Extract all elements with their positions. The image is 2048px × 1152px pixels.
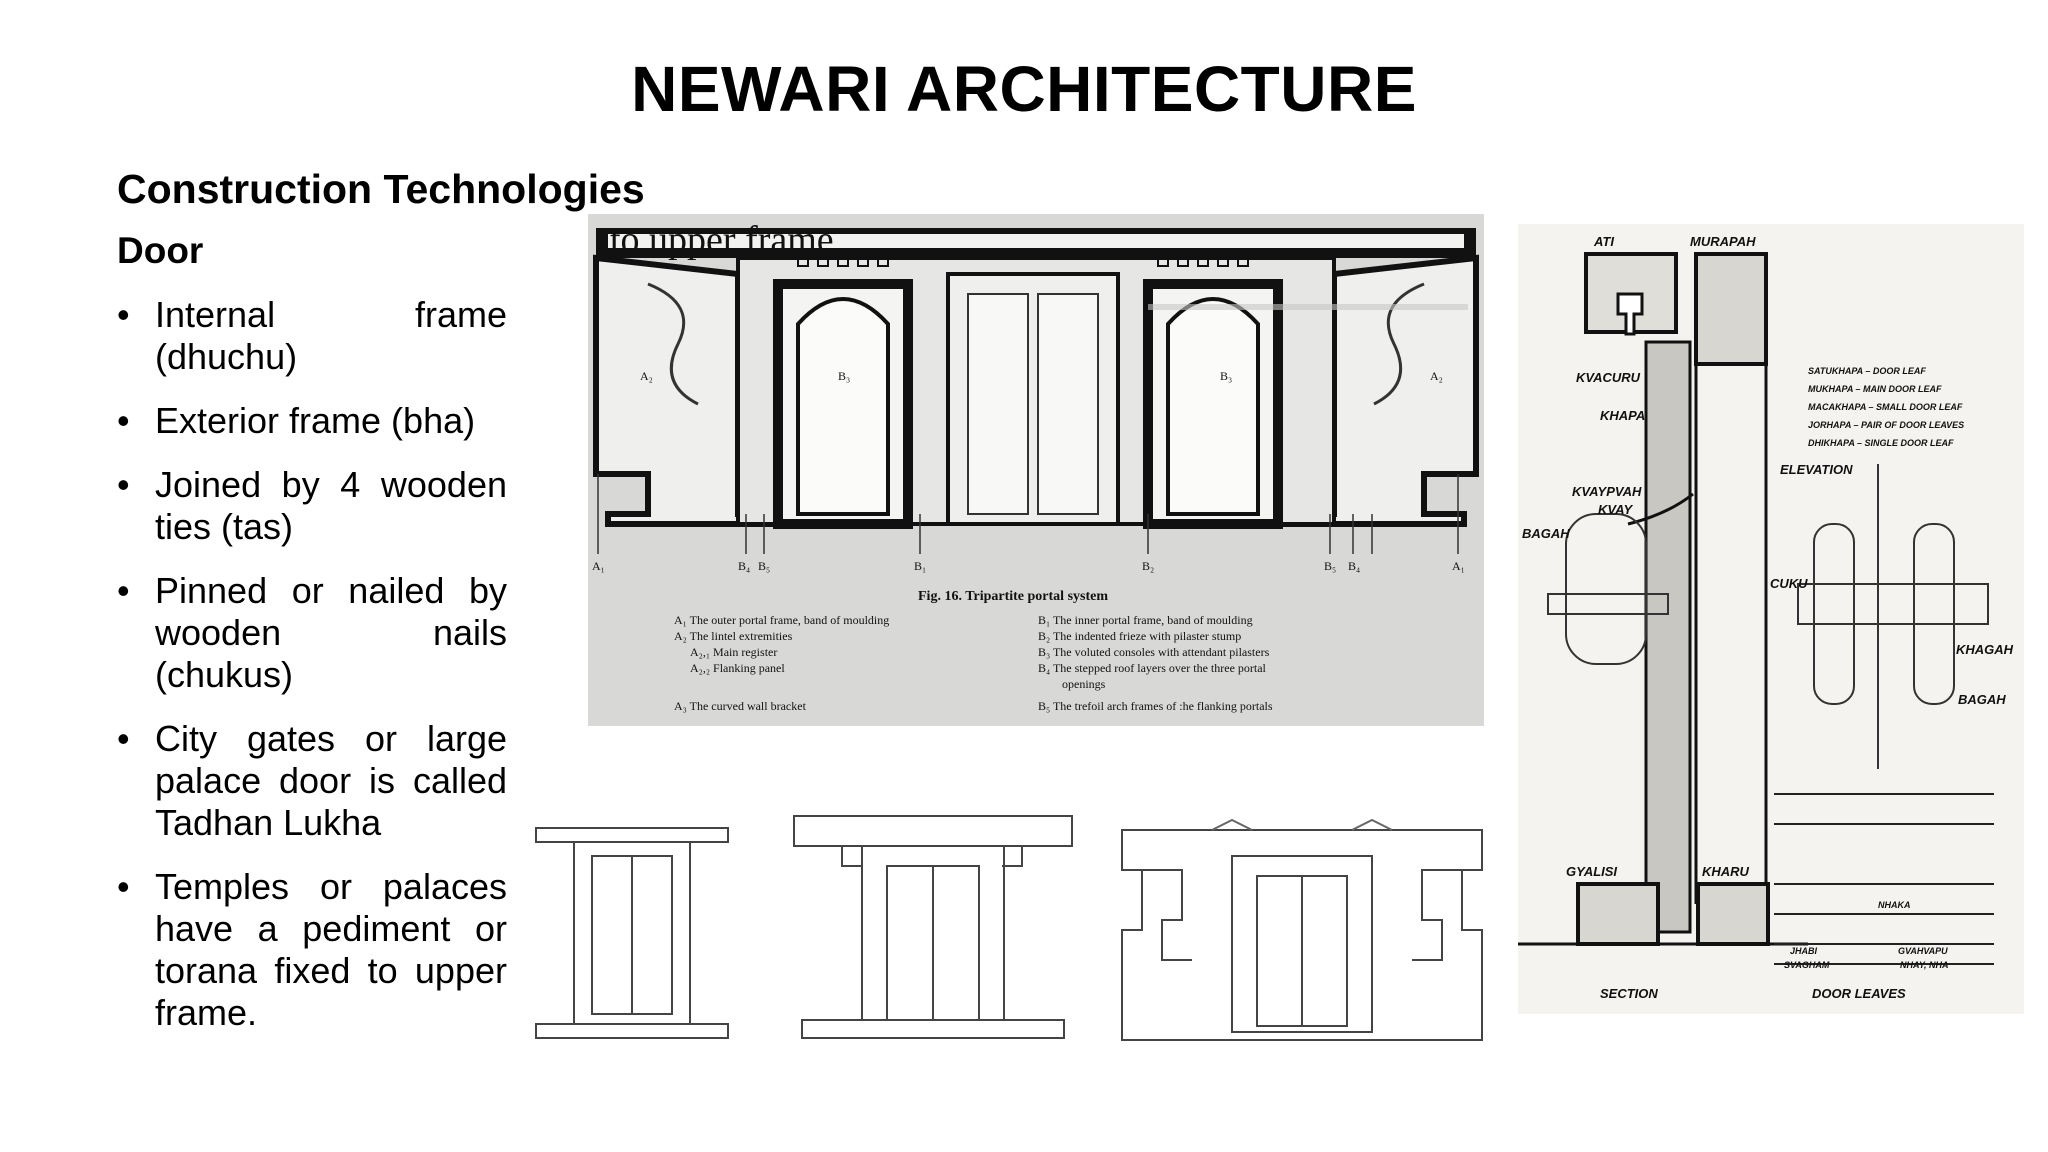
portal-drawing: A₂ B₃ B₃ A₂ A₁ B₄ B₅ B₁ B₂ B₅ B₄ A₁ Fig.… (588, 214, 1484, 726)
sketch-legend-4: JORHAPA – PAIR OF DOOR LEAVES (1808, 420, 1964, 430)
label-a1: A₁ (592, 559, 605, 573)
bullet-item: • Temples or palaces have a pediment or t… (117, 866, 507, 1034)
portal-system-figure: A₂ B₃ B₃ A₂ A₁ B₄ B₅ B₁ B₂ B₅ B₄ A₁ Fig.… (588, 214, 1484, 726)
bullet-text: Temples or palaces have a pediment or to… (155, 866, 507, 1033)
legend-right-6: B₅ The trefoil arch frames of :he flanki… (1038, 699, 1273, 713)
sketch-label-khapa: KHAPA (1600, 408, 1645, 423)
sketch-label-elevation: ELEVATION (1780, 462, 1853, 477)
figure-caption: Fig. 16. Tripartite portal system (918, 589, 1108, 604)
bullet-text: Exterior frame (bha) (155, 400, 476, 441)
label-a2: A₂ (640, 369, 653, 383)
legend-right-2: B₂ The indented frieze with pilaster stu… (1038, 629, 1241, 643)
label-a1: A₁ (1452, 559, 1465, 573)
label-b4: B₄ (1348, 559, 1360, 573)
bullet-item: • City gates or large palace door is call… (117, 718, 507, 844)
label-b5: B₅ (1324, 559, 1336, 573)
sketch-label-section: SECTION (1600, 986, 1658, 1001)
sketch-label-kvaypva: KVAYPVAH (1572, 484, 1642, 499)
bullet-list: • Internal frame (dhuchu) • Exterior frame… (117, 294, 507, 1056)
sketch-legend-3: MACAKHAPA – SMALL DOOR LEAF (1808, 402, 1963, 412)
bullet-dot: • (117, 718, 130, 759)
sketch-label-jhabi: JHABI (1790, 946, 1818, 956)
sketch-label-ati: ATI (1593, 234, 1614, 249)
bullet-text: Internal frame (dhuchu) (155, 294, 507, 377)
label-b2: B₂ (1142, 559, 1154, 573)
label-b4: B₄ (738, 559, 750, 573)
bullet-dot: • (117, 464, 130, 505)
legend-right-4: B₄ The stepped roof layers over the thre… (1038, 661, 1267, 675)
legend-left-2: A₂ The lintel extremities (674, 629, 793, 643)
sketch-drawing: ATI MURAPAH KVACURU KHAPA KVAYPVAH KVAY … (1518, 224, 2024, 1014)
bullet-text: City gates or large palace door is calle… (155, 718, 507, 843)
bullet-dot: • (117, 400, 130, 441)
bullet-dot: • (117, 866, 130, 907)
bullet-text: Joined by 4 wooden ties (tas) (155, 464, 507, 547)
section-heading: Door (117, 230, 204, 271)
sketch-label-gvahvapu: GVAHVAPU (1898, 946, 1948, 956)
legend-left-5: A₃ The curved wall bracket (674, 699, 807, 713)
sketch-label-kvay: KVAY (1598, 502, 1634, 517)
bullet-item: • Internal frame (dhuchu) (117, 294, 507, 378)
legend-right-5: openings (1062, 677, 1106, 691)
label-b3: B₃ (1220, 369, 1232, 383)
label-b1: B₁ (914, 559, 926, 573)
label-b3: B₃ (838, 369, 850, 383)
legend-left-1: A₁ The outer portal frame, band of mould… (674, 613, 889, 627)
sketch-label-khagah: KHAGAH (1956, 642, 2014, 657)
elevations-drawing (535, 815, 1483, 1041)
sketch-legend-2: MUKHAPA – MAIN DOOR LEAF (1808, 384, 1942, 394)
bullet-item: • Joined by 4 wooden ties (tas) (117, 464, 507, 548)
sketch-legend-5: DHIKHAPA – SINGLE DOOR LEAF (1808, 438, 1954, 448)
sketch-label-bagah: BAGAH (1522, 526, 1570, 541)
sketch-label-murapa: MURAPAH (1690, 234, 1756, 249)
bullet-dot: • (117, 294, 130, 335)
bullet-item: • Pinned or nailed by wooden nails (chuku… (117, 570, 507, 696)
sketch-label-kharu: KHARU (1702, 864, 1750, 879)
bullet-text: Pinned or nailed by wooden nails (chukus… (155, 570, 507, 695)
sketch-label-kvacuru: KVACURU (1576, 370, 1641, 385)
legend-left-3: A₂,₁ Main register (690, 645, 777, 659)
sketch-label-gyalisi: GYALISI (1566, 864, 1617, 879)
legend-right-1: B₁ The inner portal frame, band of mould… (1038, 613, 1253, 627)
sketch-legend-1: SATUKHAPA – DOOR LEAF (1808, 366, 1926, 376)
sketch-label-cuku: CUKU (1770, 576, 1808, 591)
legend-right-3: B₃ The voluted consoles with attendant p… (1038, 645, 1270, 659)
sketch-label-door-leaves: DOOR LEAVES (1812, 986, 1906, 1001)
sketch-label-nhay: NHAY, NHA (1900, 960, 1949, 970)
slide-title: NEWARI ARCHITECTURE (631, 53, 1417, 125)
bullet-item: • Exterior frame (bha) (117, 400, 507, 442)
label-a2: A₂ (1430, 369, 1443, 383)
sketch-label-svagham: SVAGHAM (1784, 960, 1830, 970)
label-b5: B₅ (758, 559, 770, 573)
legend-left-4: A₂,₂ Flanking panel (690, 661, 785, 675)
bullet-dot: • (117, 570, 130, 611)
overlay-text: to upper frame. (610, 219, 844, 261)
door-frame-elevations (532, 806, 1484, 1046)
sketch-label-nhaka: NHAKA (1878, 900, 1911, 910)
door-section-sketch: ATI MURAPAH KVACURU KHAPA KVAYPVAH KVAY … (1518, 224, 2024, 1014)
section-subtitle: Construction Technologies (117, 166, 645, 212)
sketch-label-bagah-2: BAGAH (1958, 692, 2006, 707)
